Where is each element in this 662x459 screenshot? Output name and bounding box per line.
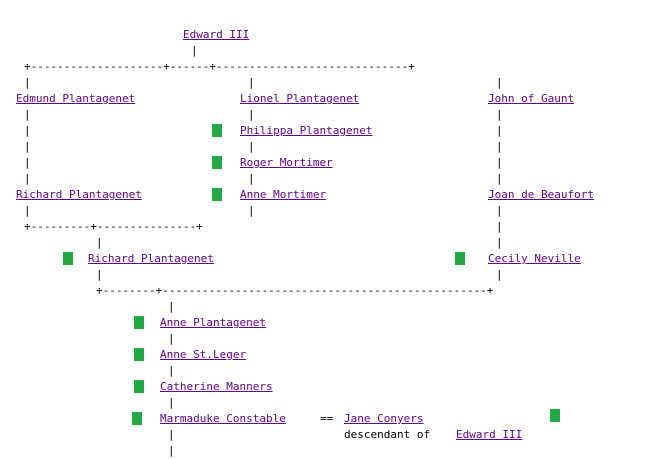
person-link-edmund-plantagenet[interactable]: Edmund Plantagenet: [16, 92, 136, 105]
tree-connector-line: |: [168, 300, 175, 313]
marriage-symbol: ==: [320, 412, 334, 425]
tree-connector-line: |: [168, 444, 175, 457]
tree-connector-line: |: [496, 140, 503, 153]
person-link-joan-de-beaufort[interactable]: Joan de Beaufort: [488, 188, 594, 201]
marker-icon: [134, 380, 144, 393]
tree-connector-line: |: [96, 236, 103, 249]
tree-connector-line: |: [248, 76, 255, 89]
tree-connector-line: |: [248, 172, 255, 185]
tree-connector-line: |: [24, 124, 31, 137]
tree-connector-line: |: [24, 140, 31, 153]
tree-connector-line: |: [24, 108, 31, 121]
tree-connector-line: |: [24, 172, 31, 185]
tree-connector-line: |: [24, 156, 31, 169]
person-link-richard-plantagenet-1[interactable]: Richard Plantagenet: [16, 188, 142, 201]
marker-icon: [132, 412, 142, 425]
marker-icon: [212, 156, 222, 169]
person-link-john-of-gaunt[interactable]: John of Gaunt: [488, 92, 575, 105]
tree-connector-line: |: [496, 76, 503, 89]
tree-connector-line: |: [496, 172, 503, 185]
marker-icon: [455, 252, 465, 265]
tree-connector-line: |: [496, 124, 503, 137]
tree-connector-line: +--------+------------------------------…: [96, 284, 494, 297]
tree-connector-line: |: [496, 268, 503, 281]
marker-icon: [134, 316, 144, 329]
person-link-richard-plantagenet-2[interactable]: Richard Plantagenet: [88, 252, 214, 265]
person-link-roger-mortimer[interactable]: Roger Mortimer: [240, 156, 333, 169]
tree-connector-line: |: [496, 108, 503, 121]
tree-connector-line: |: [248, 108, 255, 121]
person-link-jane-conyers[interactable]: Jane Conyers: [344, 412, 424, 425]
tree-connector-line: |: [24, 204, 31, 217]
tree-connector-line: |: [248, 140, 255, 153]
person-link-catherine-manners[interactable]: Catherine Manners: [160, 380, 273, 393]
tree-connector-line: |: [191, 44, 198, 57]
tree-connector-line: |: [168, 364, 175, 377]
person-link-lionel-plantagenet[interactable]: Lionel Plantagenet: [240, 92, 360, 105]
person-link-edward-iii-ref[interactable]: Edward III: [456, 428, 523, 441]
marker-icon: [212, 124, 222, 137]
marker-icon: [134, 348, 144, 361]
tree-connector-line: +--------------------+------+-----------…: [24, 60, 415, 73]
tree-connector-line: +---------+---------------+: [24, 220, 203, 233]
marker-icon: [550, 409, 560, 422]
tree-connector-line: |: [248, 204, 255, 217]
person-link-cecily-neville[interactable]: Cecily Neville: [488, 252, 581, 265]
person-link-marmaduke-constable[interactable]: Marmaduke Constable: [160, 412, 286, 425]
tree-connector-line: |: [496, 204, 503, 217]
tree-connector-line: |: [168, 332, 175, 345]
tree-connector-line: |: [24, 76, 31, 89]
tree-connector-line: |: [496, 156, 503, 169]
person-link-edward-iii[interactable]: Edward III: [183, 28, 250, 41]
descendant-label: descendant of: [344, 428, 431, 441]
marker-icon: [63, 252, 73, 265]
person-link-philippa-plantagenet[interactable]: Philippa Plantagenet: [240, 124, 373, 137]
tree-connector-line: |: [496, 220, 503, 233]
tree-connector-line: |: [168, 428, 175, 441]
tree-connector-line: |: [96, 268, 103, 281]
tree-connector-line: |: [168, 396, 175, 409]
marker-icon: [212, 188, 222, 201]
tree-connector-line: |: [496, 236, 503, 249]
person-link-anne-st-leger[interactable]: Anne St.Leger: [160, 348, 247, 361]
person-link-anne-mortimer[interactable]: Anne Mortimer: [240, 188, 327, 201]
person-link-anne-plantagenet[interactable]: Anne Plantagenet: [160, 316, 266, 329]
